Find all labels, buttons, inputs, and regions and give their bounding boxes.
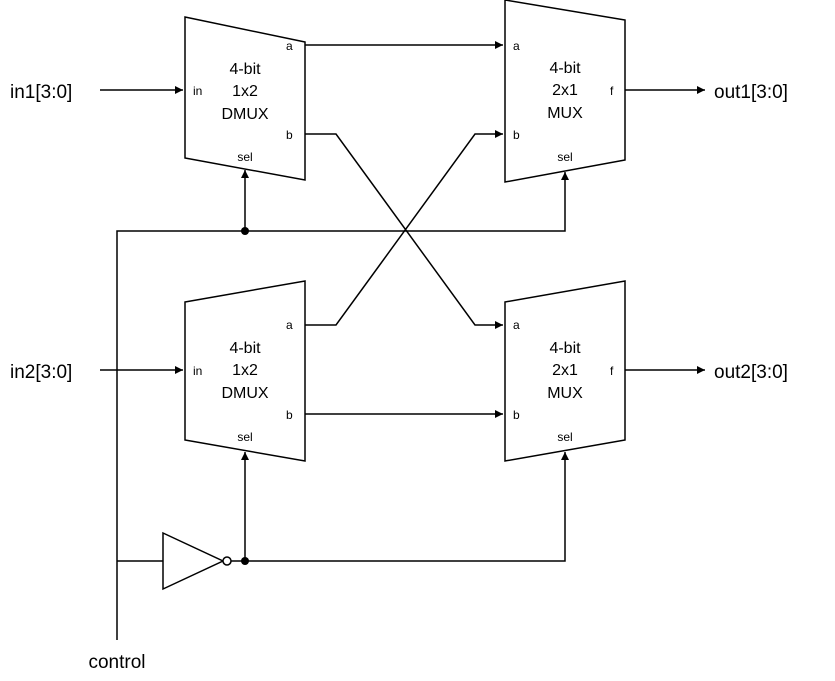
wire-control-trunk [116,172,569,640]
wire-dmux-bottom-a-to-mux-top-b [305,130,503,326]
dmux-bottom: 4-bit 1x2 DMUX in a b sel [184,280,306,462]
mux-top-line1: 4-bit [549,60,581,77]
mux-bottom-line1: 4-bit [549,340,581,357]
mux-bottom-port-b: b [513,408,520,422]
output-label-out2: out2[3:0] [714,362,788,383]
dmux-top-port-a: a [286,39,293,53]
not-gate-bubble [222,556,232,566]
wire-not-to-mux-bottom-sel [231,452,569,562]
dmux-bottom-line3: DMUX [221,385,268,402]
junction-dot-inverted [241,557,249,565]
mux-top-line2: 2x1 [552,82,578,99]
dmux-top-line1: 4-bit [229,61,261,78]
dmux-top-line3: DMUX [221,106,268,123]
dmux-bottom-line1: 4-bit [229,340,261,357]
not-gate [162,531,232,591]
dmux-bottom-port-in: in [193,364,202,378]
mux-bottom-port-sel: sel [557,430,572,444]
input-label-in1: in1[3:0] [10,82,72,103]
mux-top: 4-bit 2x1 MUX a b f sel [504,0,626,183]
mux-bottom-line3: MUX [547,385,583,402]
mux-bottom: 4-bit 2x1 MUX a b f sel [504,280,626,462]
dmux-bottom-port-b: b [286,408,293,422]
mux-bottom-port-f: f [610,364,614,378]
dmux-top: 4-bit 1x2 DMUX in a b sel [184,16,306,181]
mux-top-line3: MUX [547,105,583,122]
dmux-bottom-port-a: a [286,318,293,332]
mux-top-port-sel: sel [557,150,572,164]
dmux-bottom-line2: 1x2 [232,362,258,379]
dmux-bottom-port-sel: sel [237,430,252,444]
dmux-top-port-b: b [286,128,293,142]
mux-top-port-a: a [513,39,520,53]
mux-top-port-f: f [610,84,614,98]
wire-dmux-top-b-to-mux-bottom-a [305,133,503,329]
dmux-top-line2: 1x2 [232,83,258,100]
output-label-out1: out1[3:0] [714,82,788,103]
mux-bottom-line2: 2x1 [552,362,578,379]
wires [100,41,705,640]
dmux-top-port-in: in [193,84,202,98]
mux-bottom-port-a: a [513,318,520,332]
junction-dot-control [241,227,249,235]
control-label: control [88,652,145,673]
dmux-top-port-sel: sel [237,150,252,164]
input-label-in2: in2[3:0] [10,362,72,383]
mux-top-port-b: b [513,128,520,142]
